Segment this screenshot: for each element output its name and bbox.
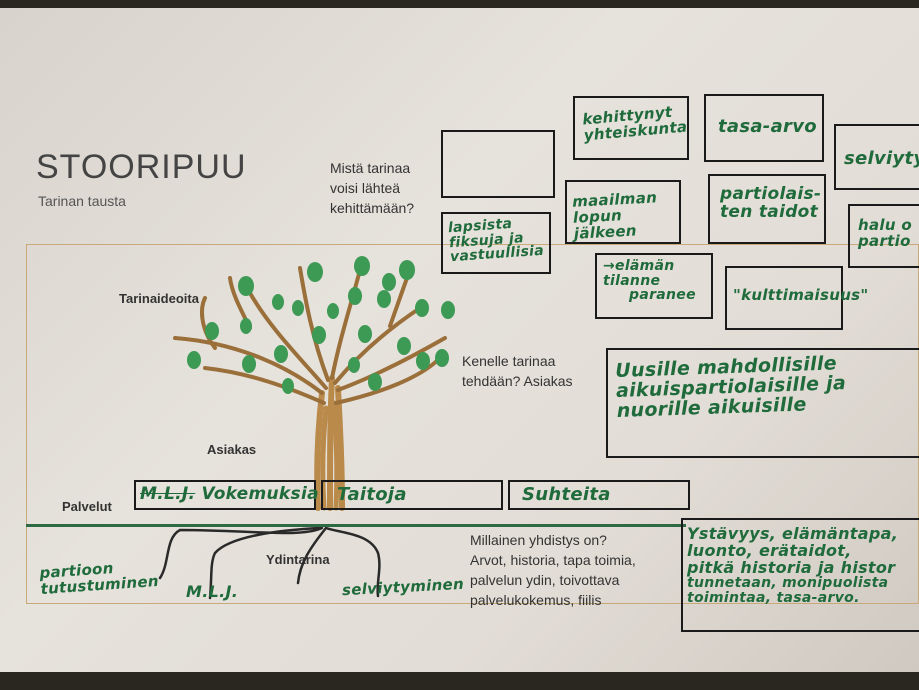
note-developed-society: kehittynyt yhteiskunta <box>573 96 689 160</box>
question-core-line: Millainen yhdistys on? <box>470 532 607 548</box>
question-core-line: palvelun ydin, toivottava <box>470 572 620 588</box>
note-cult: "kulttimaisuus" <box>725 266 868 330</box>
label-customer: Asiakas <box>207 442 257 457</box>
question-source-line: kehittämään? <box>330 200 415 216</box>
poster-title: STOORIPUU <box>36 148 247 186</box>
note-life-improves: →elämän tilanne paranee <box>595 253 713 319</box>
note-equality: tasa-arvo <box>704 94 824 162</box>
label-ideas: Tarinaideoita <box>119 291 199 306</box>
service-text: Taitoja <box>337 484 407 505</box>
note-line: toimintaa, tasa-arvo. <box>687 590 860 607</box>
note-line: ten taidot <box>720 201 819 222</box>
note-line: lopun jälkeen <box>572 205 638 243</box>
note-core-story: Ystävyys, elämäntapa, luonto, erätaidot,… <box>681 518 919 632</box>
question-core: Millainen yhdistys on? Arvot, historia, … <box>470 530 636 610</box>
note-line: tasa-arvo <box>718 116 817 137</box>
question-core-line: palvelukokemus, fiilis <box>470 592 602 608</box>
note-scout-skills: partiolais- ten taidot <box>708 174 826 244</box>
tree-roots <box>158 526 381 600</box>
note-line: partiolais- <box>720 184 822 204</box>
note-line: luonto, erätaidot, <box>687 540 852 560</box>
tree-illustration <box>158 256 455 600</box>
note-apocalypse: maailman lopun jälkeen <box>565 180 681 244</box>
note-line: Ystävyys, elämäntapa, <box>687 524 899 543</box>
note-line: "kulttimaisuus" <box>733 286 869 304</box>
note-desire: halu o partio <box>848 204 919 268</box>
service-text: Vokemuksia <box>201 484 319 504</box>
tree-leaves <box>187 256 455 394</box>
service-box-relations: Suhteita <box>508 480 690 510</box>
poster-subtitle: Tarinan tausta <box>38 193 126 209</box>
note-customers: Uusille mahdollisille aikuispartiolaisil… <box>606 348 919 458</box>
note-line: pitkä historia ja histor <box>687 557 896 577</box>
root-note-mlj: M.L.J. <box>186 582 239 601</box>
note-line: halu o <box>858 216 912 234</box>
note-line: tilanne <box>603 272 661 289</box>
note-children: lapsista fiksuja ja vastuullisia <box>441 212 551 274</box>
question-source: Mistä tarinaa voisi lähteä kehittämään? <box>330 158 414 218</box>
note-line: paranee <box>629 287 696 304</box>
question-customer: Kenelle tarinaa tehdään? Asiakas <box>462 351 573 391</box>
note-clarify: selviyty <box>834 124 919 190</box>
note-line: →elämän <box>603 258 675 274</box>
struck-text: M.L.J. <box>140 484 196 504</box>
question-source-line: voisi lähteä <box>330 180 401 196</box>
empty-box <box>441 130 555 198</box>
label-core: Ydintarina <box>266 552 330 567</box>
note-line: selviyty <box>844 148 919 169</box>
service-box-experiences: M.L.J. Vokemuksia <box>134 480 319 510</box>
service-text: Suhteita <box>522 484 611 505</box>
poster-sheet: STOORIPUU Tarinan tausta Mistä tarinaa v… <box>0 8 919 672</box>
question-core-line: Arvot, historia, tapa toimia, <box>470 552 636 568</box>
question-source-line: Mistä tarinaa <box>330 160 411 176</box>
question-customer-line: tehdään? Asiakas <box>462 373 573 389</box>
note-line: tunnetaan, monipuolista <box>687 575 889 592</box>
note-line: partio <box>858 231 911 250</box>
ground-line <box>26 524 686 527</box>
question-customer-line: Kenelle tarinaa <box>462 353 556 369</box>
label-services: Palvelut <box>62 499 112 514</box>
service-box-skills: Taitoja <box>321 480 503 510</box>
note-line: nuorille aikuisille <box>616 393 807 422</box>
